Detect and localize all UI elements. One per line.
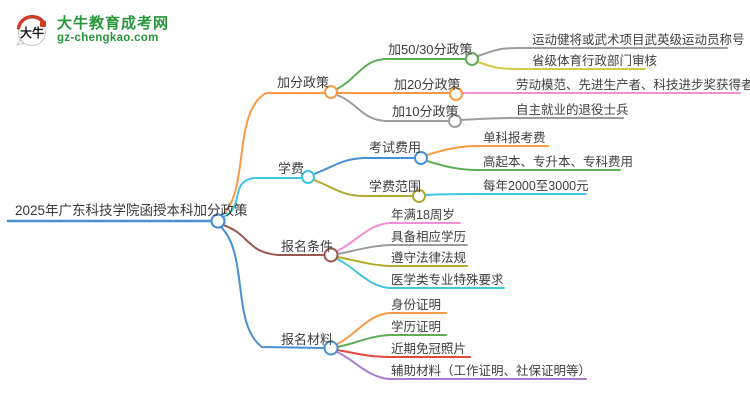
node-circle-tuition bbox=[301, 170, 315, 184]
node-label-exam-fee: 考试费用 bbox=[369, 140, 422, 155]
node-circle-plus-50-30 bbox=[465, 52, 479, 66]
edge-to-exam-fee bbox=[313, 157, 416, 175]
leaf-line-diploma-proof bbox=[336, 334, 447, 348]
leaf-line-yearly-fee bbox=[424, 193, 587, 196]
leaf-line-athlete-title bbox=[477, 47, 728, 57]
node-label-plus-10: 加10分政策 bbox=[392, 104, 459, 119]
speech-bubble-tail bbox=[15, 39, 26, 46]
leaf-line-veteran bbox=[460, 117, 624, 121]
branch-label-materials: 报名材料 bbox=[281, 332, 334, 347]
logo-red-arc bbox=[16, 14, 46, 30]
leaf-label-veteran: 自主就业的退役士兵 bbox=[516, 103, 629, 117]
node-circle-bonus-policy bbox=[324, 85, 338, 99]
leaf-line-age-18 bbox=[336, 222, 461, 252]
leaf-label-provincial-review: 省级体育行政部门审核 bbox=[532, 54, 658, 68]
edge-to-plus-10 bbox=[336, 94, 450, 122]
logo-seal bbox=[40, 21, 46, 27]
leaf-label-age-18: 年满18周岁 bbox=[391, 208, 455, 222]
edge-center-to-tuition bbox=[222, 177, 303, 218]
edge-center-to-requirements bbox=[222, 224, 325, 256]
leaf-label-obey-law: 遵守法律法规 bbox=[391, 251, 467, 265]
edge-center-to-bonus-policy bbox=[221, 92, 326, 216]
edge-to-plus-50-30 bbox=[336, 58, 467, 90]
node-label-plus-50-30: 加50/30分政策 bbox=[388, 42, 473, 57]
leaf-label-photo: 近期免冠照片 bbox=[391, 342, 467, 356]
root-topic-label: 2025年广东科技学院函授本科加分政策 bbox=[15, 203, 248, 218]
leaf-label-diploma-proof: 学历证明 bbox=[391, 320, 442, 334]
leaf-line-support-materials bbox=[336, 351, 587, 380]
leaf-label-program-fees: 高起本、专升本、专科费用 bbox=[483, 155, 634, 169]
node-circle-materials bbox=[323, 340, 339, 356]
node-circle-requirements bbox=[323, 247, 339, 263]
node-label-plus-20: 加20分政策 bbox=[394, 77, 461, 92]
branch-label-tuition: 学费 bbox=[278, 161, 305, 176]
leaf-line-id-proof bbox=[336, 312, 447, 345]
leaf-label-yearly-fee: 每年2000至3000元 bbox=[483, 179, 589, 193]
leaf-label-education-level: 具备相应学历 bbox=[391, 230, 467, 244]
leaf-line-provincial-review bbox=[477, 61, 646, 70]
leaf-line-medical-major bbox=[336, 258, 505, 289]
node-circle-tuition-range bbox=[412, 189, 426, 203]
node-circle-exam-fee bbox=[414, 151, 428, 165]
brand-name: 大牛教育成考网 bbox=[57, 14, 170, 32]
edge-center-to-materials bbox=[220, 226, 325, 349]
branch-label-requirements: 报名条件 bbox=[281, 239, 334, 254]
brand-block: 大牛教育成考网 gz-chengkao.com bbox=[57, 14, 170, 46]
node-circle-plus-20 bbox=[449, 87, 463, 101]
branch-label-bonus-policy: 加分政策 bbox=[277, 75, 330, 90]
leaf-line-photo bbox=[336, 349, 471, 358]
leaf-label-medical-major: 医学类专业特殊要求 bbox=[391, 273, 504, 287]
daniu-logo-icon: 大牛 bbox=[15, 14, 46, 46]
leaf-label-model-worker: 劳动模范、先进生产者、科技进步奖获得者 bbox=[516, 78, 750, 92]
leaf-line-obey-law bbox=[336, 256, 468, 267]
edge-to-tuition-range bbox=[313, 179, 414, 197]
leaf-label-single-subject-fee: 单科报考费 bbox=[483, 131, 546, 145]
site-logo: 大牛 大牛教育成考网 gz-chengkao.com bbox=[14, 12, 169, 50]
brand-domain: gz-chengkao.com bbox=[57, 32, 159, 45]
leaf-line-program-fees bbox=[426, 160, 621, 171]
root-node-circle bbox=[210, 213, 226, 229]
node-label-tuition-range: 学费范围 bbox=[369, 179, 422, 194]
leaf-label-athlete-title: 运动健将或武术项目武英级运动员称号 bbox=[532, 33, 745, 47]
node-circle-plus-10 bbox=[448, 114, 462, 128]
leaf-label-support-materials: 辅助材料（工作证明、社保证明等） bbox=[391, 364, 592, 378]
leaf-label-id-proof: 身份证明 bbox=[391, 298, 442, 312]
leaf-line-single-subject-fee bbox=[426, 145, 549, 156]
logo-icon-text: 大牛 bbox=[20, 25, 44, 40]
leaf-line-education-level bbox=[336, 244, 468, 255]
